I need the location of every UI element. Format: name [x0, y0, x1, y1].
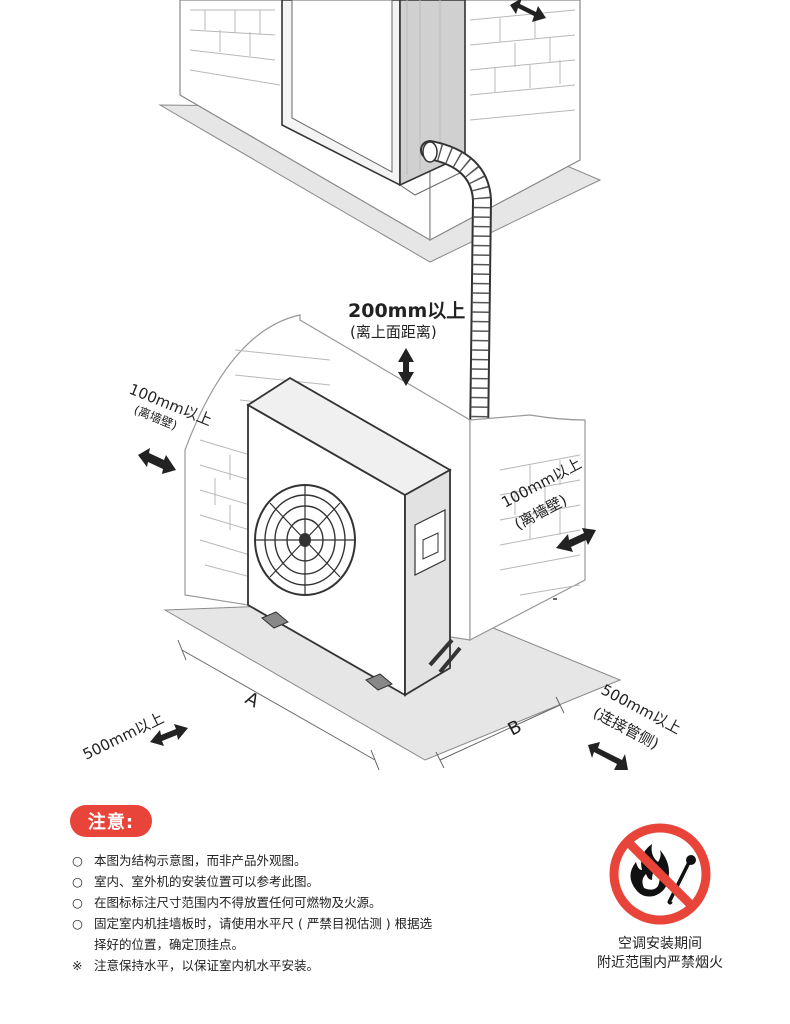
right-wall-arrow [556, 528, 596, 552]
front-label: 500mm以上 [80, 709, 167, 764]
notice-item: ○ 本图为结构示意图，而非产品外观图。 [72, 850, 542, 871]
notice-marker [72, 934, 94, 955]
clearance-arrows [138, 0, 628, 770]
notice-marker: ○ [72, 874, 83, 889]
notice-text: 固定室内机挂墙板时，请使用水平尺 ( 严禁目视估测 ) 根据选 [94, 916, 433, 931]
fan-grille [254, 484, 356, 596]
notice-item: ※ 注意保持水平，以保证室内机水平安装。 [72, 955, 542, 976]
top-clearance-label-2: (离上面距离) [350, 323, 437, 341]
dimension-lines [177, 639, 565, 771]
notice-title: 注意: [70, 805, 152, 837]
notice-text: 注意保持水平，以保证室内机水平安装。 [94, 958, 320, 973]
no-fire-icon [609, 823, 711, 925]
notice-marker: ○ [72, 853, 83, 868]
indoor-unit [281, 0, 471, 196]
notice-item: ○ 室内、室外机的安装位置可以参考此图。 [72, 871, 542, 892]
left-wall-arrow [138, 448, 176, 474]
fire-warning-line-2: 附近范围内严禁烟火 [597, 955, 723, 971]
notice-item: 择好的位置，确定顶挂点。 [72, 934, 542, 955]
top-clearance-arrow [398, 348, 414, 386]
notice-marker: ○ [72, 895, 83, 910]
dimension-a-label: A [242, 688, 263, 713]
notice-text: 在图标标注尺寸范围内不得放置任何可燃物及火源。 [94, 895, 382, 910]
notice-text: 择好的位置，确定顶挂点。 [94, 937, 245, 952]
notice-marker: ※ [72, 958, 83, 973]
outdoor-unit [246, 376, 462, 697]
installation-diagram: 200mm以上 (离上面距离) 100mm以上 (离墙壁) 100mm以上 (离… [80, 0, 684, 771]
notice-text: 室内、室外机的安装位置可以参考此图。 [94, 874, 320, 889]
notice-list: ○ 本图为结构示意图，而非产品外观图。 ○ 室内、室外机的安装位置可以参考此图。 ○… [72, 850, 542, 976]
fire-warning-line-1: 空调安装期间 [618, 936, 702, 952]
notice-text: 本图为结构示意图，而非产品外观图。 [94, 853, 307, 868]
pipe-side-arrow [588, 742, 628, 770]
top-clearance-label-1: 200mm以上 [348, 300, 465, 322]
notice-item: ○ 固定室内机挂墙板时，请使用水平尺 ( 严禁目视估测 ) 根据选 [72, 913, 542, 934]
notice-item: ○ 在图标标注尺寸范围内不得放置任何可燃物及火源。 [72, 892, 542, 913]
front-arrow [150, 724, 188, 746]
notice-marker: ○ [72, 916, 83, 931]
fire-warning-caption: 空调安装期间 附近范围内严禁烟火 [570, 935, 750, 973]
